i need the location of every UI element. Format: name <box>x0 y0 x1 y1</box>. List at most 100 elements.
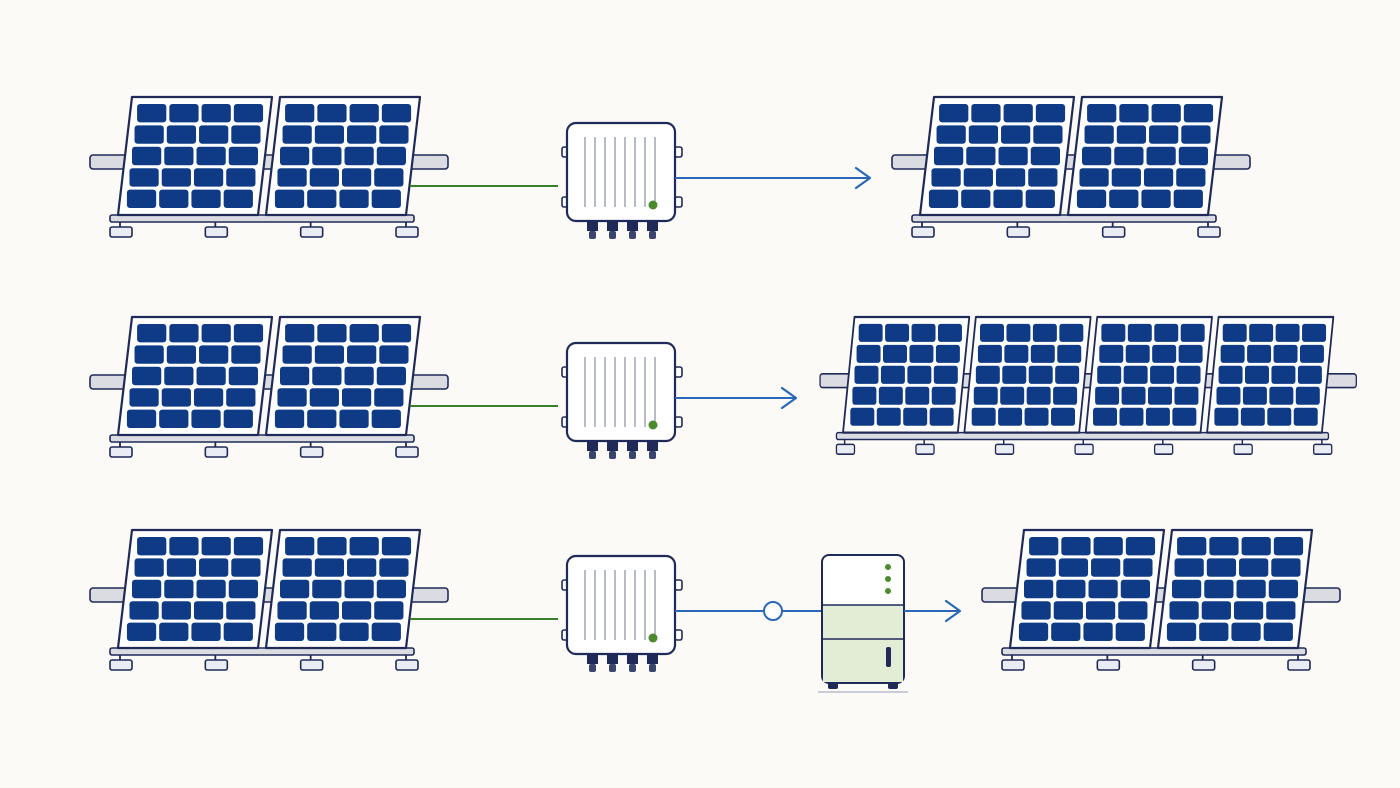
panel-cell <box>196 579 226 599</box>
panel-cell <box>129 388 159 407</box>
panel-cell <box>876 407 901 426</box>
panel-cell <box>1173 189 1203 208</box>
panel-cell <box>1275 323 1300 342</box>
panel-cell <box>161 168 191 187</box>
status-led <box>885 564 891 570</box>
panel-cell <box>309 601 339 620</box>
panel-cell <box>1087 104 1117 123</box>
panel-cell <box>854 365 879 384</box>
mount-foot <box>395 226 419 238</box>
panel-cell <box>379 125 409 144</box>
panel-cell <box>1119 104 1149 123</box>
panel-cell <box>344 366 374 386</box>
panel-cell <box>312 146 342 166</box>
cable-gland <box>627 654 638 664</box>
panel-cell <box>1061 537 1091 556</box>
panel-cell <box>233 537 264 556</box>
panel-cell <box>282 125 312 144</box>
panel-cell <box>995 168 1026 187</box>
panel-cell <box>314 558 345 577</box>
panel-cell <box>374 168 404 187</box>
mount-foot <box>1006 226 1031 238</box>
panel-cell <box>1055 365 1080 384</box>
panel-cell <box>936 125 966 144</box>
panel-cell <box>1178 344 1203 363</box>
panel-cell <box>134 125 164 144</box>
panel-cell <box>274 622 305 641</box>
panel-cell <box>285 104 315 123</box>
panel-cell <box>317 537 347 556</box>
arrow-right-icon <box>780 386 798 410</box>
panel-cell <box>1025 189 1055 208</box>
cable-gland-tip <box>609 451 616 459</box>
panel-cell <box>374 388 404 407</box>
mount-foot <box>1096 659 1121 671</box>
panel-cell <box>961 189 991 208</box>
mount-foot <box>299 659 324 671</box>
panel-cell <box>1178 146 1208 166</box>
panel-cell <box>1154 323 1179 342</box>
panel-cell <box>191 622 221 641</box>
panel-cell <box>344 579 374 599</box>
source-panel-array <box>89 315 449 458</box>
panel-cell <box>1172 407 1197 426</box>
panel-cell <box>1084 125 1114 144</box>
cable-gland-tip <box>609 231 616 239</box>
mount-foot <box>1191 659 1216 671</box>
mount-foot <box>395 446 419 458</box>
panel-cell <box>1093 407 1118 426</box>
panel-cell <box>1115 622 1145 641</box>
source-panel-array <box>89 95 449 238</box>
solar-panel-icon <box>1008 528 1166 650</box>
panel-cell <box>907 365 932 384</box>
panel-cell <box>126 622 157 641</box>
panel-cell <box>1093 537 1123 556</box>
solar-panel-icon <box>1206 315 1335 434</box>
row-3 <box>89 528 1341 693</box>
panel-cell <box>223 622 253 641</box>
target-panel-array <box>819 315 1357 455</box>
status-led <box>648 200 658 210</box>
panel-cell <box>1076 189 1107 208</box>
panel-cell <box>132 366 162 386</box>
panel-cell <box>132 579 162 599</box>
panel-cell <box>1123 558 1153 577</box>
panel-cell <box>1085 601 1116 620</box>
panel-cell <box>975 365 1000 384</box>
cable-gland-tip <box>649 451 656 459</box>
panel-cell <box>191 409 221 428</box>
battery-charge-fill <box>823 605 903 682</box>
inverter-body <box>565 121 677 223</box>
panel-cell <box>1091 558 1121 577</box>
panel-cell <box>317 104 347 123</box>
panel-cell <box>931 386 956 405</box>
panel-cell <box>339 622 369 641</box>
panel-cell <box>1152 344 1177 363</box>
panel-cell <box>883 344 907 363</box>
panel-cell <box>193 388 224 407</box>
panel-cell <box>1148 386 1172 405</box>
cable-gland <box>587 441 598 451</box>
panel-cell <box>968 125 999 144</box>
panel-cell <box>228 146 258 166</box>
panel-cell <box>1057 344 1082 363</box>
mount-foot <box>1101 226 1126 238</box>
target-panel-array <box>891 95 1251 238</box>
solar-panel-icon <box>116 315 274 437</box>
panel-cell <box>856 344 881 363</box>
panel-cell <box>1299 344 1324 363</box>
panel-cell <box>1121 386 1146 405</box>
panel-cell <box>376 146 406 166</box>
cable-gland-tip <box>609 664 616 672</box>
solar-panel-icon <box>1084 315 1213 434</box>
panel-cell <box>228 366 258 386</box>
panel-cell <box>1216 386 1241 405</box>
panel-cell <box>376 366 406 386</box>
panel-cell <box>1053 386 1078 405</box>
panel-cell <box>1220 344 1245 363</box>
cable-gland-tip <box>589 664 596 672</box>
panel-cell <box>1079 168 1109 187</box>
panel-cell <box>1125 344 1150 363</box>
row-1 <box>89 95 1251 239</box>
